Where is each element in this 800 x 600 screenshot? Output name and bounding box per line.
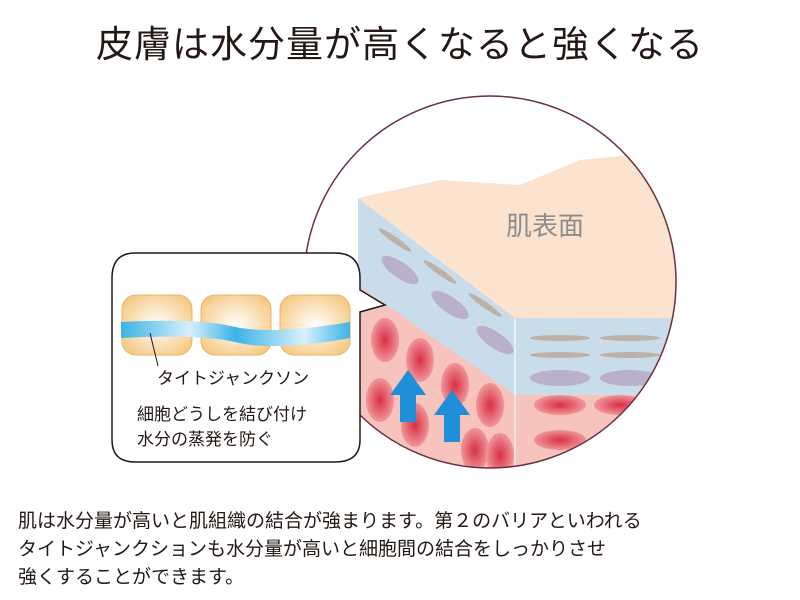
tight-junction-label: タイトジャンクソン [157,369,310,389]
callout-text: 細胞どうしを結び付け 水分の蒸発を防ぐ [137,403,307,453]
skin-surface-label: 肌表面 [506,212,585,242]
page-title: 皮膚は水分量が高くなると強くなる [96,23,704,66]
skin-cross-section [304,96,676,468]
callout-line: 細胞どうしを結び付け [137,405,307,425]
cell-row [121,294,351,356]
description-line: 肌は水分量が高いと肌組織の結合が強まります。第２のバリアといわれる [18,510,642,532]
tight-junction-band [121,320,350,347]
description-line: タイトジャンクションも水分量が高いと細胞間の結合をしっかりさせ [18,538,607,560]
callout-line: 水分の蒸発を防ぐ [137,430,273,450]
description-line: 強くすることができます。 [18,566,245,588]
water-up-arrows [390,370,470,442]
description: 肌は水分量が高いと肌組織の結合が強まります。第２のバリアといわれる タイトジャン… [18,507,642,591]
